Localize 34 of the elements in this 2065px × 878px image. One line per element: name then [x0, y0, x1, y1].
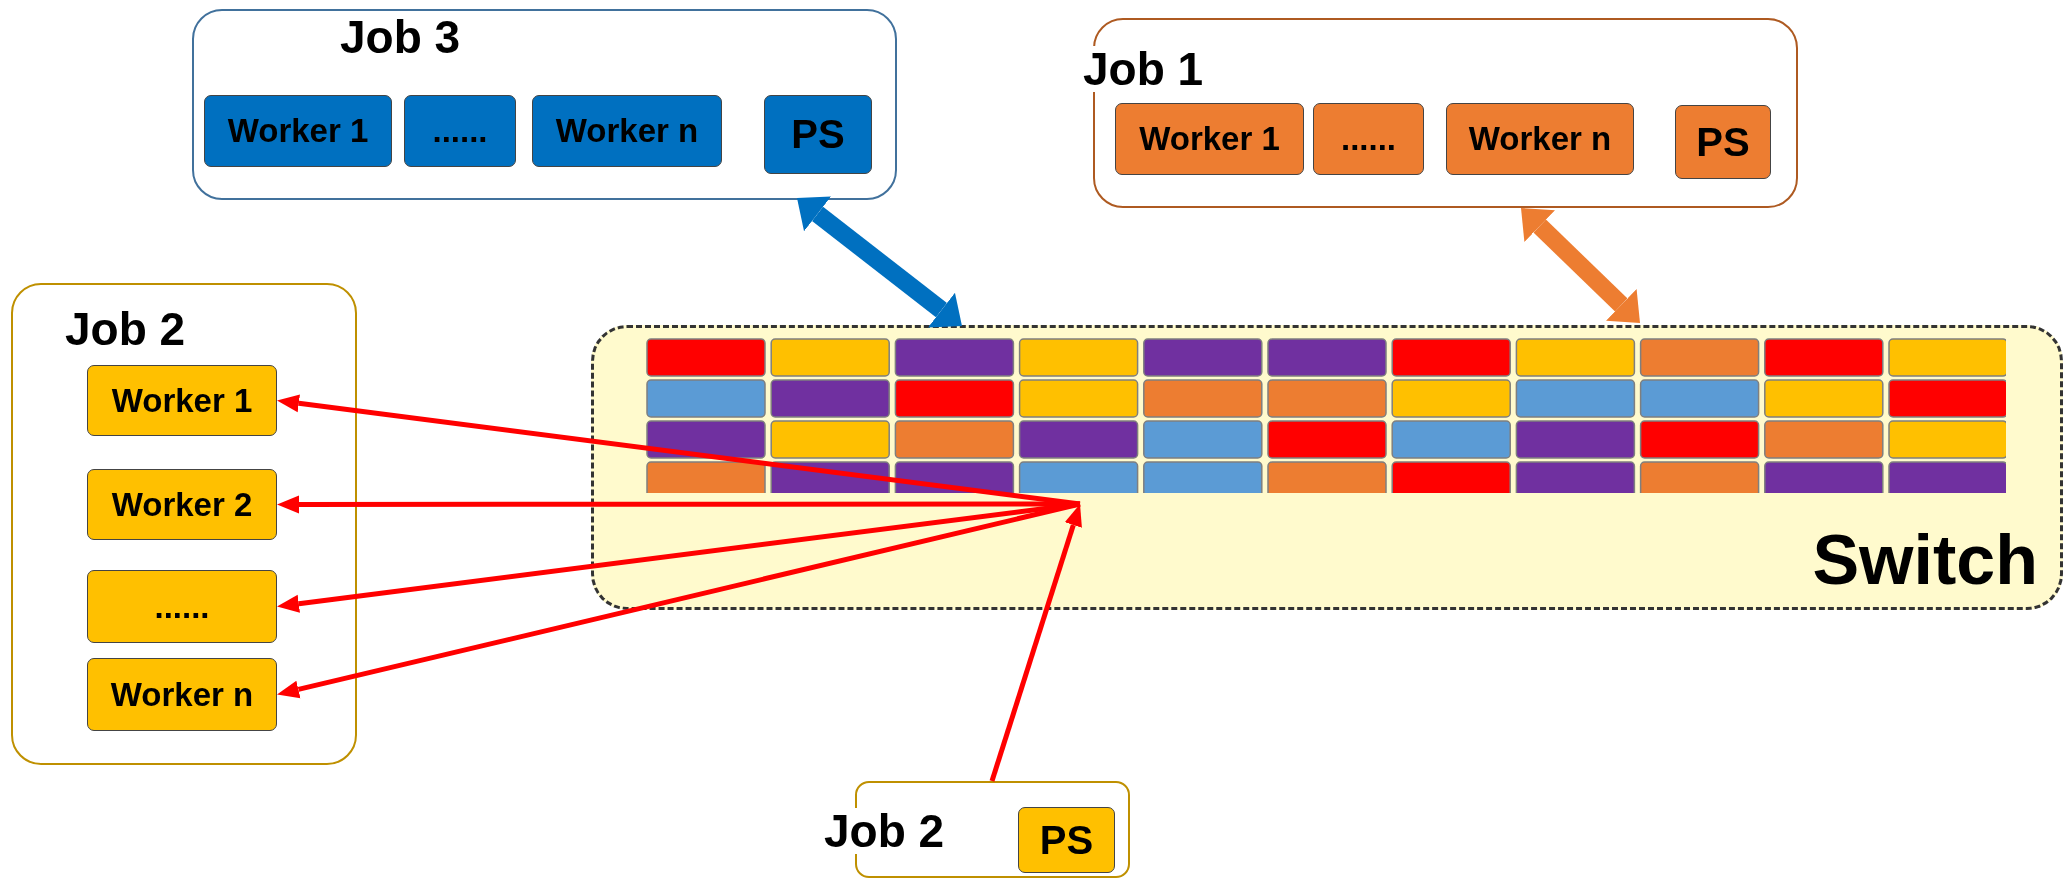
box-label: Worker n	[110, 675, 254, 714]
double-arrow	[797, 196, 962, 328]
worker-box	[87, 570, 277, 643]
double-arrow	[1521, 208, 1640, 323]
box-label: PS	[1696, 119, 1750, 165]
job-group-box	[11, 283, 357, 765]
box-label: Worker n	[555, 112, 699, 150]
worker-box	[532, 95, 722, 167]
box-label: Worker 1	[1139, 120, 1280, 158]
switch-box	[591, 325, 2063, 610]
box-label: PS	[1039, 817, 1094, 863]
worker-box	[204, 95, 392, 167]
box-label: Worker n	[1468, 120, 1612, 158]
arrow	[989, 504, 1082, 782]
worker-box	[1115, 103, 1304, 175]
switch-label: Switch	[1812, 522, 2038, 599]
worker-box	[87, 658, 277, 731]
worker-box	[1313, 103, 1424, 175]
ps-box	[1675, 105, 1771, 179]
worker-box	[1446, 103, 1634, 175]
box-label: ......	[154, 587, 210, 626]
box-label: Worker 1	[227, 112, 369, 150]
box-label: Worker 2	[111, 485, 253, 524]
arrow	[277, 501, 1081, 699]
ps-box	[764, 95, 872, 174]
box-label: ......	[432, 112, 488, 150]
ps-box	[1018, 807, 1115, 873]
worker-box	[87, 469, 277, 540]
box-label: Worker 1	[111, 381, 253, 420]
worker-box	[404, 95, 516, 167]
job-group-box	[192, 9, 897, 200]
box-label: ......	[1341, 120, 1396, 158]
worker-box	[87, 365, 277, 436]
box-label: PS	[791, 112, 845, 157]
